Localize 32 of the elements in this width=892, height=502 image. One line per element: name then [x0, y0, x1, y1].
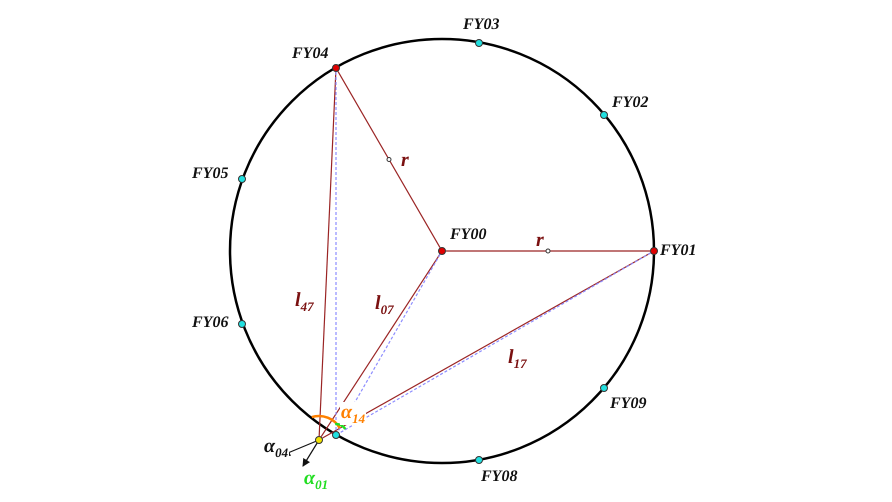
point-marker [475, 39, 483, 47]
point-marker [475, 456, 483, 464]
edge-label: l$_{47}$ [295, 290, 314, 313]
connector-line [320, 254, 440, 437]
point-label: FY05 [192, 166, 228, 182]
point-marker [238, 320, 246, 328]
connector-line [318, 72, 336, 436]
point-label: FY04 [292, 46, 328, 62]
edge-label: l$_{07}$ [375, 293, 394, 316]
point-label: FY01 [660, 243, 696, 259]
point-marker [315, 436, 323, 444]
point-marker [600, 111, 608, 119]
edge-label: l$_{17}$ [508, 347, 527, 370]
point-marker [332, 64, 340, 72]
connector-line [446, 250, 650, 252]
connector-line [335, 72, 337, 431]
point-label: FY00 [450, 227, 486, 243]
point-label: FY09 [610, 396, 646, 412]
point-label: FY06 [192, 315, 228, 331]
point-label: FY08 [481, 469, 518, 485]
point-marker [438, 247, 446, 255]
point-marker [600, 384, 608, 392]
edge-label: r [401, 150, 409, 170]
edge-label: r [536, 230, 544, 250]
point-marker [650, 247, 658, 255]
point-marker [332, 431, 340, 439]
point-marker [238, 175, 246, 183]
point-label: FY02 [612, 95, 648, 111]
connector-line [337, 71, 441, 248]
point-label: FY03 [463, 17, 500, 33]
connector-line [337, 254, 441, 432]
angle-label: α$_{14}$ [340, 402, 366, 425]
